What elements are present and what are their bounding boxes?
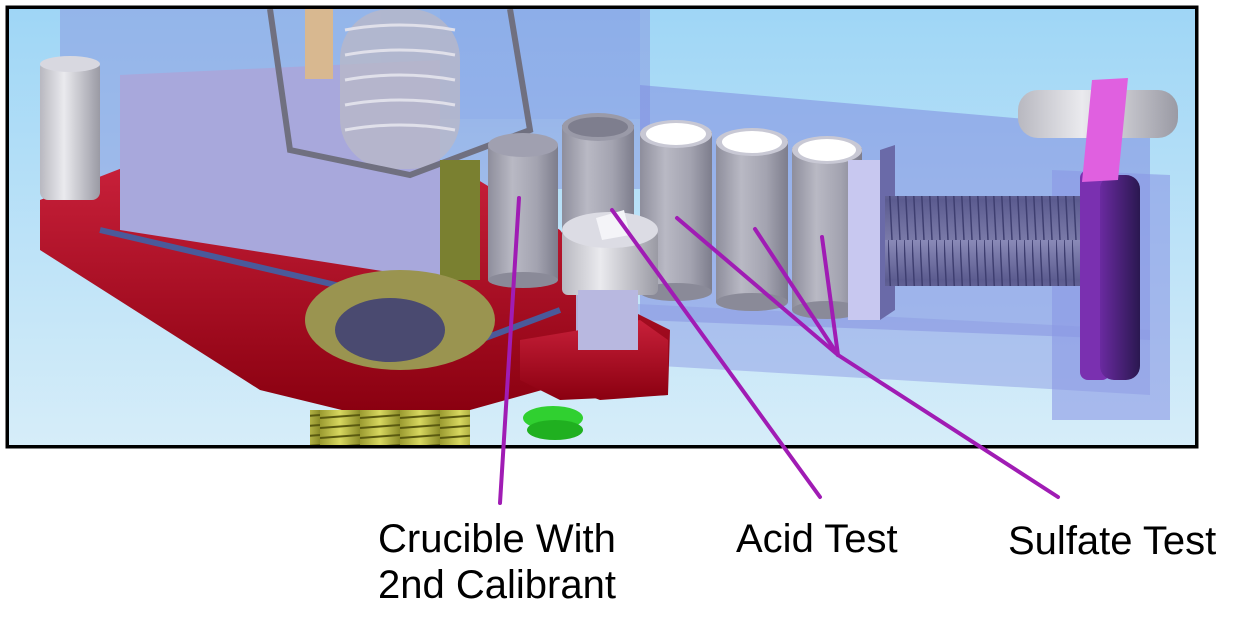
wire-bail [267,9,534,179]
label-acid-test: Acid Test [736,517,898,561]
green-spring-2 [527,420,583,440]
coil-lines [344,23,456,132]
label-sulfate-test: Sulfate Test [1008,519,1217,563]
pusher-block [848,160,880,320]
leader-sulfate-a [675,216,840,357]
tray-floor [560,300,1150,395]
yellow-spring [310,410,470,445]
leader-acid [610,208,822,499]
bolt-shank [578,290,638,350]
olive-post [440,160,480,280]
label-crucible-line1: Crucible With [378,517,616,561]
leader-sulfate-c [820,235,840,357]
leader-sulfate-main [836,353,1060,499]
left-post-top [40,56,100,72]
threaded-rod [885,196,1085,286]
test-cup-2 [716,128,788,311]
leader-sulfate-b [753,227,840,357]
purple-knob [1080,170,1140,380]
leader-crucible [498,196,521,505]
crucible-1 [488,133,558,288]
pink-strap [1082,78,1128,182]
coil-spring [340,9,460,169]
label-crucible-with-2nd-calibrant: Crucible With 2nd Calibrant [378,516,616,608]
leader-lines [498,196,1060,505]
bushing-hole [335,298,445,362]
label-crucible-line2: 2nd Calibrant [378,563,616,607]
wooden-peg [305,9,333,79]
left-post [40,60,100,200]
